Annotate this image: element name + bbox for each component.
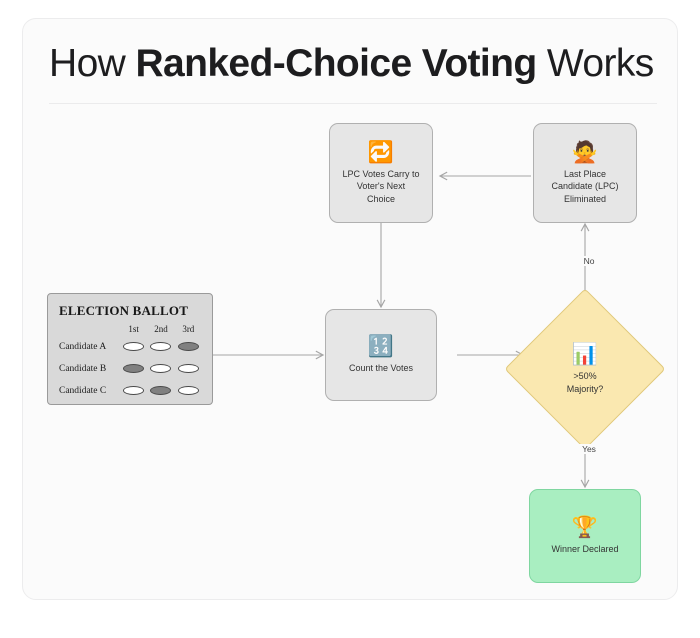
person-gesturing-no-icon: 🙅 bbox=[571, 140, 599, 164]
node-count-the-votes[interactable]: 🔢 Count the Votes bbox=[325, 309, 437, 401]
ballot-bubble[interactable] bbox=[177, 386, 199, 395]
decision-content: 📊 >50% Majority? bbox=[528, 312, 642, 426]
ballot-row: Candidate B bbox=[59, 358, 202, 380]
ballot-bubble-filled[interactable] bbox=[150, 386, 172, 395]
node-label: LPC Votes Carry to Voter's Next Choice bbox=[342, 168, 420, 204]
title-emphasis: Ranked-Choice Voting bbox=[135, 42, 537, 85]
trophy-icon: 🏆 bbox=[571, 516, 599, 540]
ballot-bubble[interactable] bbox=[123, 386, 145, 395]
node-label: Count the Votes bbox=[348, 363, 414, 374]
node-winner-declared[interactable]: 🏆 Winner Declared bbox=[529, 489, 641, 583]
node-label: Last Place Candidate (LPC) Eliminated bbox=[551, 168, 619, 204]
ballot-candidate-name: Candidate B bbox=[59, 364, 107, 374]
ballot-row: Candidate C bbox=[59, 380, 202, 402]
ballot-col-1st: 1st bbox=[128, 324, 139, 334]
ballot-bubble-cell[interactable] bbox=[147, 358, 174, 380]
ballot-col-3rd: 3rd bbox=[182, 324, 195, 334]
edge-label-yes: Yes bbox=[572, 444, 606, 454]
node-lpc-votes-carry[interactable]: 🔁 LPC Votes Carry to Voter's Next Choice bbox=[329, 123, 433, 223]
page-title: How Ranked-Choice Voting Works bbox=[49, 41, 661, 87]
flowchart: ELECTION BALLOT 1st 2nd 3rd Candidate A bbox=[23, 19, 679, 601]
ballot-bubble[interactable] bbox=[150, 364, 172, 373]
ballot-candidate-name: Candidate A bbox=[59, 342, 107, 352]
ballot-bubble[interactable] bbox=[177, 364, 199, 373]
ballot-title: ELECTION BALLOT bbox=[59, 303, 189, 318]
edge-label-no: No bbox=[572, 256, 606, 266]
bar-chart-icon: 📊 bbox=[571, 343, 599, 366]
title-suffix: Works bbox=[536, 42, 654, 85]
node-label: >50% Majority? bbox=[566, 371, 604, 394]
node-lpc-eliminated[interactable]: 🙅 Last Place Candidate (LPC) Eliminated bbox=[533, 123, 637, 223]
ballot-row: Candidate A bbox=[59, 336, 202, 358]
ballot-bubble-cell[interactable] bbox=[175, 358, 202, 380]
ballot-bubble-cell[interactable] bbox=[120, 358, 147, 380]
ballot-bubble-cell[interactable] bbox=[175, 380, 202, 402]
diagram-card: How Ranked-Choice Voting Works bbox=[22, 18, 678, 600]
ballot-bubble-cell[interactable] bbox=[147, 336, 174, 358]
ballot-bubble-filled[interactable] bbox=[177, 342, 199, 351]
repeat-icon: 🔁 bbox=[367, 140, 395, 164]
ballot-col-2nd: 2nd bbox=[154, 324, 168, 334]
ballot-table: 1st 2nd 3rd Candidate A C bbox=[59, 324, 202, 402]
ballot-corner-cell bbox=[59, 324, 120, 336]
title-prefix: How bbox=[49, 42, 136, 85]
ballot-bubble-cell[interactable] bbox=[120, 336, 147, 358]
election-ballot: ELECTION BALLOT 1st 2nd 3rd Candidate A bbox=[47, 293, 213, 405]
ballot-bubble-cell[interactable] bbox=[175, 336, 202, 358]
ballot-bubble[interactable] bbox=[150, 342, 172, 351]
node-label: Winner Declared bbox=[551, 544, 619, 555]
node-majority-decision[interactable]: 📊 >50% Majority? bbox=[504, 288, 666, 450]
ballot-bubble-cell[interactable] bbox=[147, 380, 174, 402]
ballot-bubble-cell[interactable] bbox=[120, 380, 147, 402]
title-divider bbox=[49, 103, 657, 104]
input-numbers-icon: 🔢 bbox=[367, 335, 395, 359]
ballot-candidate-name: Candidate C bbox=[59, 386, 107, 396]
ballot-bubble[interactable] bbox=[123, 342, 145, 351]
ballot-header-row: 1st 2nd 3rd bbox=[59, 324, 202, 336]
ballot-bubble-filled[interactable] bbox=[123, 364, 145, 373]
